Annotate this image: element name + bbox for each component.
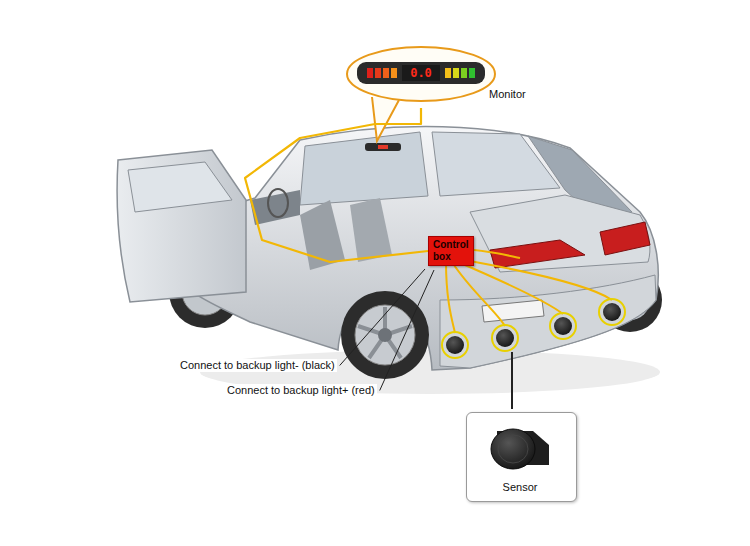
sensor-highlight	[599, 299, 625, 325]
rear-hatch	[470, 195, 650, 272]
leader-line	[380, 270, 434, 391]
monitor-wire	[245, 108, 428, 262]
led-segment	[469, 68, 475, 78]
monitor-digits	[378, 145, 388, 149]
tire	[341, 291, 429, 379]
sensor	[446, 336, 464, 354]
door-window	[128, 162, 232, 212]
wire	[464, 260, 612, 300]
wire	[474, 250, 520, 258]
bubble-shape	[347, 47, 495, 101]
led-segment	[367, 68, 373, 78]
sensor-label: Sensor	[467, 481, 573, 494]
sensor-highlight	[492, 325, 518, 351]
license-plate	[482, 300, 544, 322]
sensor	[554, 317, 572, 335]
led-segment	[453, 68, 459, 78]
control-box: Control box	[428, 236, 474, 266]
open-door	[117, 150, 246, 302]
sensor-highlight	[550, 313, 576, 339]
sensor-box: Sensor	[466, 412, 577, 502]
wire-label: Connect to backup light- (black)	[178, 359, 337, 372]
rear-seat	[350, 198, 392, 262]
sensor-highlight	[442, 332, 468, 358]
bubble-tail	[372, 97, 399, 141]
tail-light	[600, 222, 650, 255]
led-segment	[391, 68, 397, 78]
led-segment	[445, 68, 451, 78]
sensor-leader	[511, 352, 513, 409]
display-digits: 0.0	[402, 65, 440, 81]
hub	[378, 328, 392, 342]
led-segment	[375, 68, 381, 78]
bumper-sensors	[442, 299, 625, 358]
sensor-picture	[469, 415, 569, 481]
rear-left-wheel	[341, 291, 429, 379]
sensor	[496, 329, 514, 347]
led-segment	[461, 68, 467, 78]
mounted-monitor	[365, 143, 401, 151]
monitor-bubble: 0.0Monitor	[345, 44, 537, 108]
monitor-label: Monitor	[489, 88, 526, 101]
steering-wheel	[268, 189, 288, 217]
sensor	[603, 303, 621, 321]
monitor-display	[357, 62, 485, 84]
control-box-label: Control box	[433, 239, 469, 263]
led-segment	[383, 68, 389, 78]
sensor-ring	[498, 435, 528, 463]
wire	[446, 262, 455, 333]
wire-label: Connect to backup light+ (red)	[225, 384, 377, 397]
side-window	[300, 132, 428, 205]
sensor-face	[491, 429, 535, 469]
